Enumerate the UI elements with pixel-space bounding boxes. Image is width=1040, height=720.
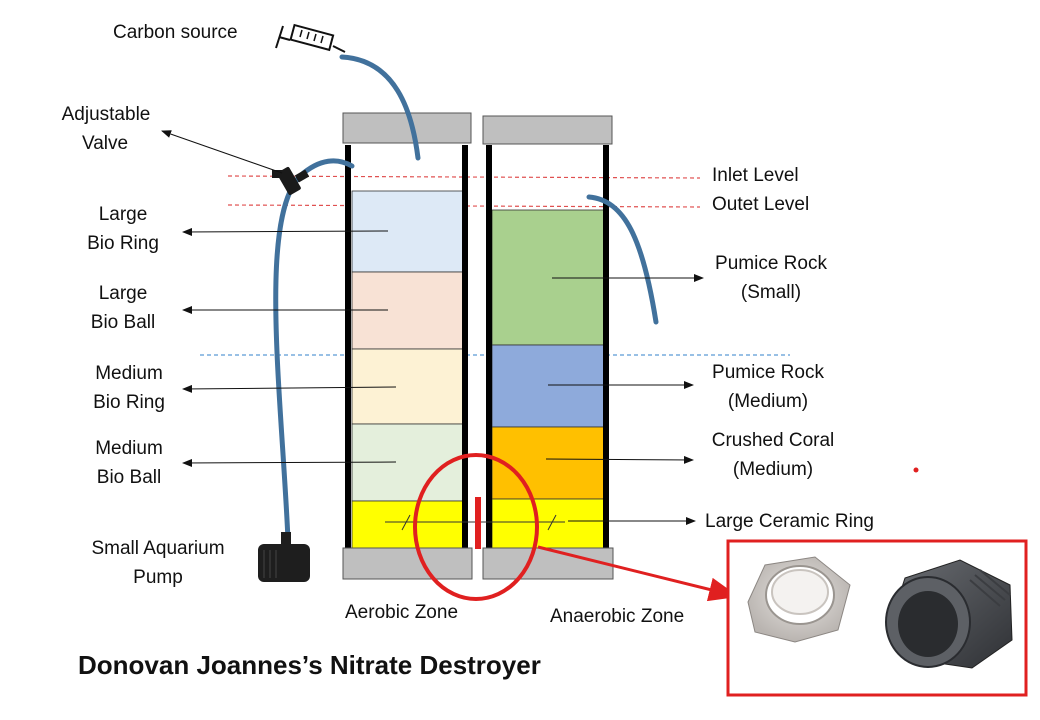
- layer-label-line2: Bio Ring: [87, 233, 159, 254]
- layer-label-line1: Pumice Rock: [712, 362, 824, 383]
- syringe-icon: [275, 23, 346, 53]
- label-arrows: [161, 130, 704, 525]
- outlet-tube: [586, 194, 659, 325]
- layer-label-line2: Bio Ring: [93, 392, 165, 413]
- pump-label-line2: Pump: [133, 567, 183, 588]
- column-walls: [345, 145, 609, 549]
- carbon-feed-tube: [339, 54, 421, 161]
- crushed-coral-label: Crushed Coral (Medium): [699, 426, 847, 484]
- diagram-title: Donovan Joannes’s Nitrate Destroyer: [78, 650, 541, 680]
- pump-icon: [258, 532, 310, 582]
- aerobic-zone-label: Aerobic Zone: [345, 602, 459, 623]
- large-bio-ball-label: Large Bio Ball: [72, 279, 174, 337]
- outlet-level-line: [227, 204, 701, 208]
- aerobic-bottom-cap: [342, 547, 473, 580]
- medium-bio-ball-label: Medium Bio Ball: [72, 434, 186, 492]
- valve-icon: [272, 166, 310, 196]
- aerobic-layer-ceramic-ring: [351, 500, 465, 549]
- anaerobic-layer-ceramic-ring: [491, 498, 605, 549]
- pump-label-line1: Small Aquarium: [91, 538, 225, 559]
- pumice-small-label: Pumice Rock (Small): [700, 249, 842, 307]
- layer-label-line2: Bio Ball: [96, 467, 162, 488]
- layer-label-line1: Medium: [95, 438, 163, 459]
- hex-nut-image: [747, 556, 851, 643]
- layer-label-line2: (Medium): [732, 459, 814, 480]
- anaerobic-layer-pumice-medium: [491, 344, 605, 428]
- layer-label-line1: Pumice Rock: [715, 253, 827, 274]
- layer-label-line2: Bio Ball: [90, 312, 156, 333]
- aerobic-layers: [351, 190, 465, 549]
- large-bio-ring-label: Large Bio Ring: [72, 200, 174, 258]
- callout-line: [537, 545, 739, 602]
- threaded-fitting-image: [885, 559, 1013, 669]
- pump-label: Small Aquarium Pump: [72, 534, 244, 592]
- adjustable-valve-label: Adjustable Valve: [52, 100, 160, 158]
- anaerobic-layers: [491, 209, 605, 549]
- red-dot: [913, 467, 919, 473]
- connection-fitting: [475, 497, 481, 549]
- anaerobic-top-cap: [482, 115, 613, 145]
- anaerobic-layer-crushed-coral: [491, 426, 605, 500]
- inlet-level-label: Inlet Level: [712, 165, 799, 186]
- ceramic-ring-label: Large Ceramic Ring: [705, 511, 874, 532]
- valve-label-line1: Adjustable: [61, 104, 151, 125]
- layer-label-line1: Medium: [95, 363, 163, 384]
- aerobic-layer-medium-bio-ring: [351, 348, 465, 425]
- medium-bio-ring-label: Medium Bio Ring: [72, 359, 186, 417]
- layer-label-line1: Crushed Coral: [711, 430, 835, 451]
- outlet-level-label: Outet Level: [712, 194, 810, 215]
- anaerobic-zone-label: Anaerobic Zone: [550, 606, 685, 627]
- layer-label-line2: (Medium): [727, 391, 809, 412]
- carbon-source-label: Carbon source: [113, 22, 238, 43]
- pump-supply-tube: [273, 158, 355, 543]
- anaerobic-bottom-cap: [482, 547, 614, 580]
- pumice-medium-label: Pumice Rock (Medium): [697, 358, 839, 416]
- layer-label-line1: Large: [98, 283, 148, 304]
- highlight-circle: [413, 453, 539, 601]
- valve-label-line2: Valve: [81, 133, 129, 154]
- layer-label-line1: Large: [98, 204, 148, 225]
- aerobic-top-cap: [342, 112, 472, 144]
- layer-label-line2: (Small): [740, 282, 802, 303]
